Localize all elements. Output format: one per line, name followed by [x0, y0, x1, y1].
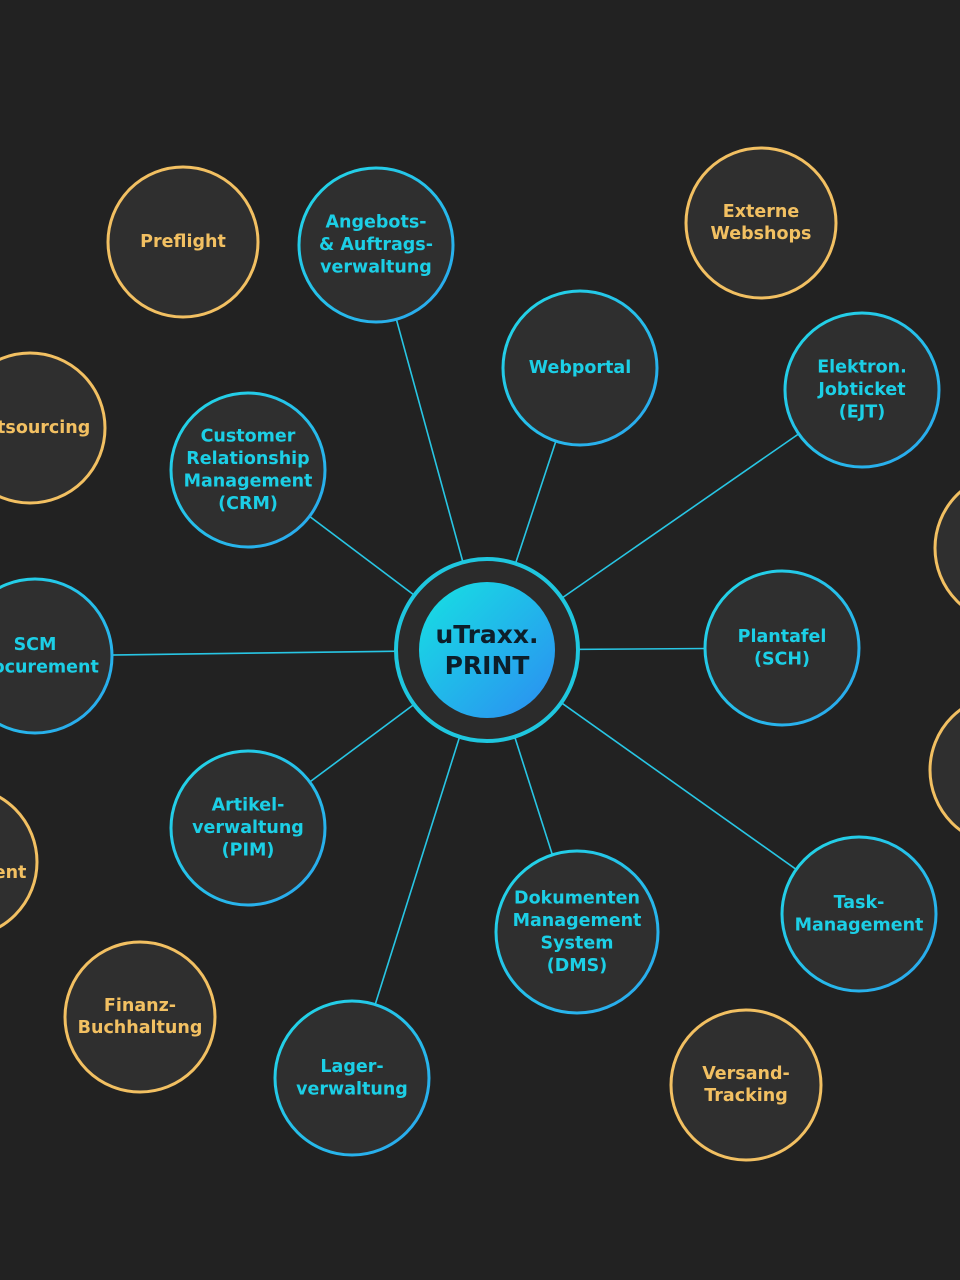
- extension-label-asset: AssetManagement: [0, 841, 26, 883]
- extension-label-preflight: Preflight: [140, 232, 226, 252]
- module-node-angebots[interactable]: Angebots-& Auftrags-verwaltung: [297, 166, 455, 324]
- extension-circle: [933, 490, 960, 606]
- extension-node-kosten[interactable]: Ko: [928, 695, 960, 845]
- extension-node-preflight[interactable]: Preflight: [106, 165, 260, 319]
- center-node: uTraxx.PRINT: [394, 557, 580, 743]
- extension-label-finanz: Finanz-Buchhaltung: [78, 996, 203, 1038]
- extension-label-webshops-line: Webshops: [711, 224, 812, 244]
- module-circle: [0, 577, 114, 735]
- module-circle: [780, 835, 938, 993]
- module-label-plantafel: Plantafel(SCH): [738, 627, 827, 670]
- extension-label-versand: Versand-Tracking: [702, 1064, 790, 1106]
- module-label-pim-line: Artikel-: [212, 796, 285, 816]
- extension-circle: [63, 940, 217, 1094]
- extension-circle: [106, 165, 260, 319]
- extension-circle: [0, 351, 107, 505]
- extension-label-versand-line: Tracking: [704, 1086, 787, 1106]
- module-circle: [501, 289, 659, 447]
- module-label-angebots-line: verwaltung: [320, 258, 432, 278]
- module-label-angebots-line: Angebots-: [326, 213, 427, 233]
- module-node-plantafel[interactable]: Plantafel(SCH): [703, 569, 861, 727]
- center-label-line: PRINT: [445, 651, 530, 680]
- module-label-ejt-line: Jobticket: [817, 380, 905, 400]
- module-label-angebots-line: & Auftrags-: [319, 235, 433, 255]
- nodes: Preflight ExterneWebshopsOutsourcingAsset…: [0, 0, 960, 1162]
- module-label-task: Task-Management: [795, 893, 924, 936]
- extension-label-versand-line: Versand-: [702, 1064, 790, 1084]
- module-label-scm: SCMProcurement: [0, 635, 99, 678]
- module-label-pim-line: verwaltung: [192, 818, 304, 838]
- module-circle: [783, 311, 941, 469]
- module-label-task-line: Management: [795, 915, 924, 935]
- extension-label-preflight-line: Preflight: [140, 232, 226, 252]
- extension-label-outsourcing-line: Outsourcing: [0, 418, 90, 438]
- module-circle: [494, 849, 660, 1015]
- module-label-scm-line: Procurement: [0, 657, 99, 677]
- extension-label-outsourcing: Outsourcing: [0, 418, 90, 438]
- module-label-dms-line: Dokumenten: [514, 888, 640, 908]
- module-label-lager: Lager-verwaltung: [296, 1057, 408, 1100]
- module-label-angebots: Angebots-& Auftrags-verwaltung: [319, 213, 433, 278]
- module-node-task[interactable]: Task-Management: [780, 835, 938, 993]
- module-label-dms-line: System: [541, 933, 614, 953]
- extension-label-finanz-line: Buchhaltung: [78, 1018, 203, 1038]
- extension-node-outsourcing[interactable]: Outsourcing: [0, 351, 107, 505]
- module-circle: [169, 391, 327, 549]
- module-circle: [703, 569, 861, 727]
- extension-node-asset[interactable]: AssetManagement: [0, 787, 39, 937]
- extension-node-versand[interactable]: Versand-Tracking: [669, 1008, 823, 1162]
- extension-node-right-upper[interactable]: [0, 0, 960, 623]
- extension-label-webshops-line: Externe: [723, 202, 800, 222]
- module-label-task-line: Task-: [834, 893, 885, 913]
- extension-label-asset-line: Management: [0, 863, 26, 883]
- module-label-plantafel-line: Plantafel: [738, 627, 827, 647]
- module-label-pim: Artikel-verwaltung (PIM): [192, 796, 304, 861]
- extension-node-finanz[interactable]: Finanz-Buchhaltung: [63, 940, 217, 1094]
- module-label-webportal: Webportal: [529, 358, 631, 378]
- center-label: uTraxx.PRINT: [435, 620, 538, 680]
- extension-circle: [0, 795, 39, 929]
- center-core: [419, 582, 555, 718]
- module-label-dms-line: (DMS): [547, 956, 608, 976]
- module-circle: [169, 749, 327, 907]
- module-label-plantafel-line: (SCH): [754, 649, 810, 669]
- module-label-dms-line: Management: [513, 911, 642, 931]
- module-node-webportal[interactable]: Webportal: [501, 289, 659, 447]
- extension-circle: [684, 146, 838, 300]
- module-label-lager-line: Lager-: [320, 1057, 383, 1077]
- center-label-line: uTraxx.: [435, 620, 538, 649]
- extension-label-finanz-line: Finanz-: [104, 996, 176, 1016]
- module-node-pim[interactable]: Artikel-verwaltung (PIM): [169, 749, 327, 907]
- module-node-ejt[interactable]: Elektron.Jobticket (EJT): [783, 311, 941, 469]
- module-label-crm-line: Relationship: [186, 449, 309, 469]
- module-circle: [273, 999, 431, 1157]
- module-label-lager-line: verwaltung: [296, 1079, 408, 1099]
- module-label-ejt-line: Elektron.: [817, 358, 907, 378]
- module-label-ejt: Elektron.Jobticket (EJT): [817, 358, 907, 423]
- module-label-scm-line: SCM: [14, 635, 57, 655]
- module-node-scm[interactable]: SCMProcurement: [0, 577, 114, 735]
- module-label-crm-line: Customer: [201, 426, 296, 446]
- extension-circle: [669, 1008, 823, 1162]
- module-label-webportal-line: Webportal: [529, 358, 631, 378]
- module-node-lager[interactable]: Lager-verwaltung: [273, 999, 431, 1157]
- module-circle: [297, 166, 455, 324]
- module-label-ejt-line: (EJT): [839, 403, 885, 423]
- module-label-pim-line: (PIM): [222, 841, 275, 861]
- module-label-crm-line: (CRM): [218, 494, 278, 514]
- module-label-crm-line: Management: [184, 471, 313, 491]
- extension-circle: [928, 708, 960, 832]
